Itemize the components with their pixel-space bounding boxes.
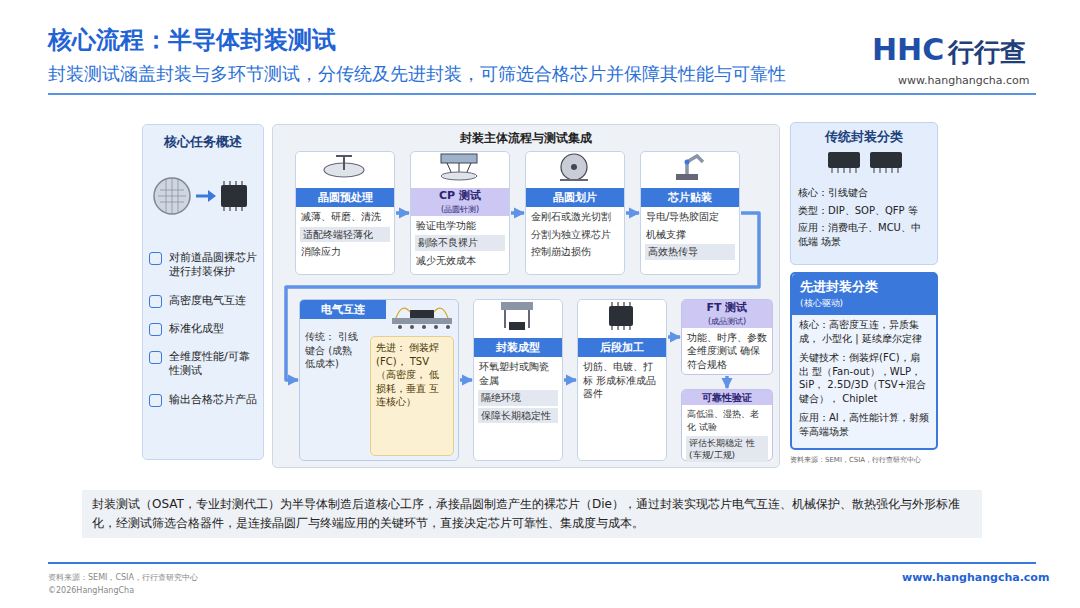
footer-url: www.hanghangcha.com — [902, 571, 1049, 584]
header-rule — [48, 93, 1036, 95]
node-text: 先进： 倒装焊(FC)， TSV（高密度， 低损耗，垂直 互连核心） — [371, 337, 453, 413]
page-title: 核心流程：半导体封装测试 — [48, 24, 336, 56]
flow-arrow — [511, 211, 524, 215]
robot-arm-icon — [676, 156, 703, 180]
process-box: 封装成型环氧塑封或陶瓷金属隔绝环境保障长期稳定性 — [473, 299, 563, 461]
node-heading: 电气互连 — [300, 300, 386, 319]
node-text: 评估长期稳定 性 (车规/工规) — [686, 436, 768, 462]
logo-url: www.hanghangcha.com — [898, 74, 1030, 87]
node-heading: 核心任务概述 — [143, 129, 263, 155]
process-box: 晶圆划片金刚石或激光切割分割为独立裸芯片控制崩边损伤 — [525, 151, 625, 275]
flow-arrow — [725, 376, 729, 388]
subtitle: 封装测试涵盖封装与多环节测试，分传统及先进封装，可筛选合格芯片并保障其性能与可靠… — [48, 62, 786, 86]
category-panel: 先进封装分类(核心驱动)核心：高密度互连，异质集成， 小型化 | 延续摩尔定律关… — [790, 272, 938, 450]
node-text: 核心：引线键合 — [791, 184, 937, 202]
flow-panel: 封装主体流程与测试集成晶圆预处理减薄、研磨、清洗适配终端轻薄化消除应力CP 测试… — [272, 124, 780, 468]
node-text: 全维度性能/可靠 性测试 — [149, 350, 263, 379]
node-text: 标准化成型 — [149, 322, 263, 336]
node-text: 高低温、湿热、老化 试验 — [682, 407, 772, 433]
node-heading: 封装主体流程与测试集成 — [273, 127, 779, 150]
node-text: 应用：AI，高性能计算，射频 等高端场景 — [792, 408, 936, 441]
highlight-box: 先进： 倒装焊(FC)， TSV（高密度， 低损耗，垂直 互连核心） — [370, 336, 454, 456]
copyright: ©2026HangHangCha — [48, 586, 134, 595]
node-heading: FT 测试 — [682, 300, 772, 317]
node-text: 消除应力 — [296, 244, 394, 260]
node-text: 机械支撑 — [641, 227, 739, 243]
node-text: 类型：DIP、SOP、QFP 等 — [791, 202, 937, 220]
node-heading: 晶圆划片 — [526, 188, 624, 207]
node-text: 功能、时序、参数 全维度测试 确保符合规格 — [682, 330, 772, 373]
node-text: 验证电学功能 — [411, 218, 509, 234]
mold-press-icon — [501, 302, 533, 330]
node-text: 高效热传导 — [645, 244, 735, 260]
saw-blade-icon — [560, 154, 588, 180]
node-text: 核心：高密度互连，异质集成， 小型化 | 延续摩尔定律 — [792, 315, 936, 348]
node-text: 隔绝环境 — [478, 390, 558, 406]
node-text: 保障长期稳定性 — [478, 408, 558, 424]
wire-bond-icon — [392, 308, 452, 329]
task-panel: 核心任务概述对前道晶圆裸芯片 进行封装保护高密度电气互连标准化成型全维度性能/可… — [142, 124, 264, 460]
process-box: 电气互连传统： 引线键合 (成熟低成本)先进： 倒装焊(FC)， TSV（高密度… — [299, 299, 459, 461]
node-heading: 后段加工 — [578, 338, 666, 357]
chiplet-icon — [882, 276, 930, 306]
chip-icon — [609, 302, 633, 330]
node-text: 剔除不良裸片 — [415, 235, 505, 251]
process-box: CP 测试(晶圆针测) 验证电学功能剔除不良裸片减少无效成本 — [410, 151, 510, 275]
node-heading: 晶圆预处理 — [296, 188, 394, 207]
flow-arrow — [396, 211, 409, 215]
node-heading: (成品测试) — [682, 317, 772, 328]
node-heading: 芯片贴装 — [641, 188, 739, 207]
node-text: 对前道晶圆裸芯片 进行封装保护 — [149, 251, 263, 280]
flow-arrow — [286, 213, 759, 380]
test-box: FT 测试(成品测试) 功能、时序、参数 全维度测试 确保符合规格 — [681, 299, 773, 375]
probe-card-icon — [441, 154, 477, 180]
dip-chips-icon — [828, 152, 902, 173]
node-text: 减少无效成本 — [411, 253, 509, 269]
node-text: 环氧塑封或陶瓷金属 — [474, 359, 562, 388]
node-heading: 封装成型 — [474, 338, 562, 357]
process-box: 后段加工切筋、电镀、打标 形成标准成品器件 — [577, 299, 667, 461]
test-box: 可靠性验证高低温、湿热、老化 试验评估长期稳定 性 (车规/工规) — [681, 389, 773, 461]
node-text: 切筋、电镀、打标 形成标准成品器件 — [578, 359, 666, 402]
node-heading: 先进封装分类 — [792, 274, 936, 297]
footer-rule — [48, 562, 1036, 564]
logo-text: 行行查 — [948, 35, 1026, 70]
node-text: 输出合格芯片产品 — [149, 393, 263, 407]
category-panel: 传统封装分类核心：引线键合类型：DIP、SOP、QFP 等应用：消费电子、MCU… — [790, 122, 938, 265]
footer-source: 资料来源：SEMI，CSIA，行行查研究中心 — [48, 572, 198, 583]
wafer-to-chip — [154, 178, 247, 214]
node-text: 高密度电气互连 — [149, 294, 263, 308]
wafer-grinding-icon — [324, 156, 364, 177]
flow-arrow — [626, 211, 639, 215]
node-heading: (晶圆针测) — [411, 205, 509, 216]
node-text: 分割为独立裸芯片 — [526, 227, 624, 243]
node-heading: 可靠性验证 — [682, 390, 772, 405]
node-text: 传统： 引线键合 (成熟低成本) — [300, 329, 366, 372]
node-text: 金刚石或激光切割 — [526, 209, 624, 225]
process-box: 晶圆预处理减薄、研磨、清洗适配终端轻薄化消除应力 — [295, 151, 395, 275]
source-note: 资料来源：SEMI，CSIA，行行查研究中心 — [790, 455, 921, 465]
flow-arrow — [460, 378, 472, 382]
node-text: 控制崩边损伤 — [526, 244, 624, 260]
node-text: 减薄、研磨、清洗 — [296, 209, 394, 225]
node-heading: (核心驱动) — [792, 297, 936, 315]
node-text: 关键技术：倒装焊(FC)，扇出 型（Fan-out），WLP，SiP， 2.5D… — [792, 348, 936, 408]
flow-arrow — [668, 335, 680, 339]
node-heading: CP 测试 — [411, 188, 509, 205]
flow-arrow — [564, 378, 576, 382]
node-text: 应用：消费电子、MCU、中低端 场景 — [791, 219, 937, 250]
node-text: 适配终端轻薄化 — [300, 227, 390, 243]
process-box: 芯片贴装导电/导热胶固定机械支撑高效热传导 — [640, 151, 740, 275]
caption: 封装测试（OSAT，专业封测代工）为半导体制造后道核心工序，承接晶圆制造产生的裸… — [82, 490, 982, 538]
node-heading: 传统封装分类 — [791, 123, 937, 148]
logo-mark: HHC — [872, 32, 944, 67]
node-text: 导电/导热胶固定 — [641, 209, 739, 225]
